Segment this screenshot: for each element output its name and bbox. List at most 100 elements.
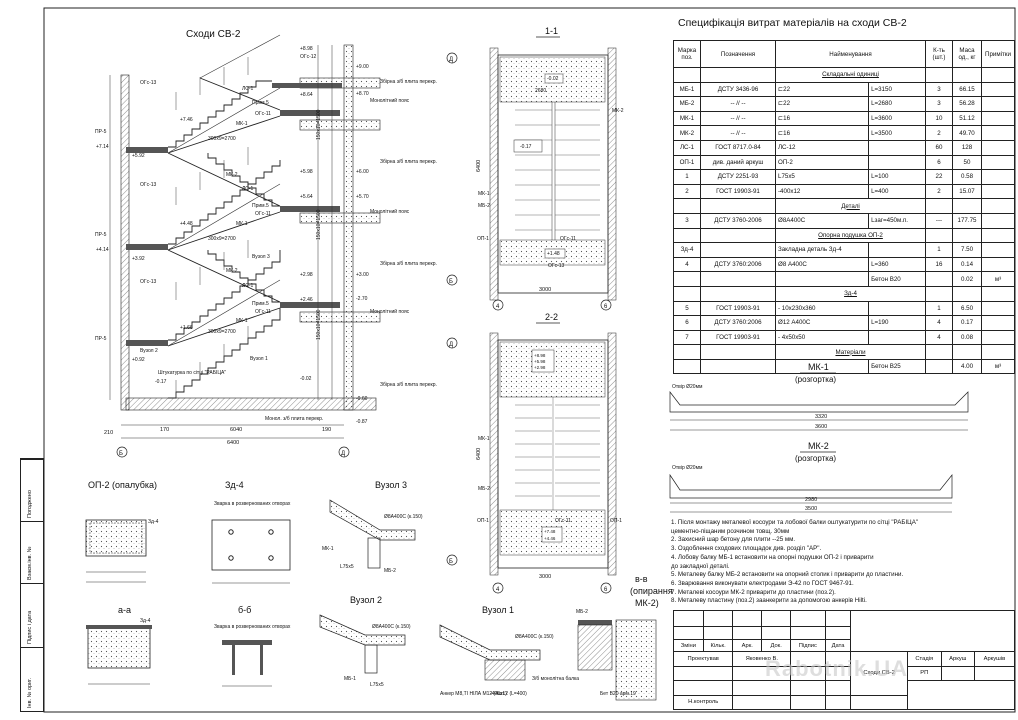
spec-cell-designation: ДСТУ 3436-96 [700, 81, 776, 98]
svg-text:МК-1: МК-1 [236, 121, 248, 127]
svg-text:МБ-2: МБ-2 [384, 568, 396, 574]
aa-section: а-а Зд-4 [86, 605, 152, 685]
stamp-sheets-header: Аркушів [973, 651, 1016, 667]
spec-cell-mass: 7.50 [952, 242, 982, 258]
vuzol2-detail: Вузол 2 Ø8А400С (к.150) МБ-1 L75x5 [319, 595, 411, 688]
spec-cell-qty: 2 [925, 183, 953, 200]
spec-cell-mark: МБ-1 [673, 81, 701, 98]
stamp-control-label: Н.контроль [672, 694, 734, 711]
spec-cell-qty: 3 [925, 81, 953, 98]
svg-text:Б: Б [449, 559, 453, 565]
svg-text:Ø8А400С (к.150): Ø8А400С (к.150) [515, 634, 554, 640]
spec-cell-length: Бетон В20 [868, 271, 926, 287]
svg-text:МК-2: МК-2 [226, 268, 238, 274]
stamp-prepared-label: Проектував [672, 651, 734, 667]
stamp-col-qty: Кільк. [702, 638, 734, 653]
svg-text:ОГс-11: ОГс-11 [255, 111, 271, 117]
spec-cell-mass: 128 [952, 139, 982, 156]
stamp-col-sign: Підпис [790, 638, 826, 653]
spec-cell-qty: 4 [925, 329, 953, 346]
svg-text:+2.98: +2.98 [300, 272, 313, 278]
svg-text:+8.70: +8.70 [356, 91, 369, 97]
spec-cell-mass: 0.08 [952, 329, 982, 346]
spec-header-name: Найменування [775, 40, 926, 68]
spec-cell-mark: ОП-1 [673, 154, 701, 171]
spec-cell-designation: ДСТУ 3760:2006 [700, 315, 776, 331]
svg-text:3000: 3000 [539, 287, 551, 293]
svg-text:-0.87: -0.87 [356, 419, 368, 425]
spec-section-row: Деталі [673, 198, 1015, 214]
general-notes: 1. Після монтажу металевої косоури та ло… [671, 519, 1016, 606]
spec-cell-length [868, 300, 926, 317]
svg-text:-400x12 (L=400): -400x12 (L=400) [490, 691, 527, 697]
spec-cell-mark: 2 [673, 183, 701, 200]
svg-text:Ø8А400С (к.150): Ø8А400С (к.150) [384, 514, 423, 520]
svg-text:МК-2: МК-2 [612, 108, 624, 114]
stamp-col-changes: Зміни [673, 638, 704, 653]
spec-cell-name: ⊏22 [774, 96, 870, 112]
svg-text:-0.17: -0.17 [155, 379, 167, 385]
spec-cell-designation: див. даний аркуш [700, 154, 776, 171]
svg-text:2-2: 2-2 [545, 312, 558, 322]
spec-cell-name: Ø8А400С [774, 212, 870, 229]
svg-text:150x10=1500: 150x10=1500 [316, 309, 322, 340]
stair-section-view: Сходи СВ-2 [95, 29, 437, 458]
zd4-detail: Зд-4 Зварка в розвернованих отворах [211, 480, 291, 584]
svg-text:Монолітний пояс: Монолітний пояс [370, 308, 410, 315]
svg-text:190: 190 [322, 427, 331, 433]
svg-text:(розгортка): (розгортка) [795, 375, 836, 384]
svg-text:МБ-2: МБ-2 [576, 609, 588, 615]
svg-text:ОГс-13: ОГс-13 [140, 182, 157, 188]
bb-section: б-б Зварка в розвернованих отворах [214, 605, 291, 687]
spec-cell-designation: ДСТУ 2251-93 [700, 169, 776, 185]
spec-cell-length: L=100 [868, 169, 926, 185]
spec-cell-name: ОП-2 [774, 154, 870, 171]
vuzol1-detail: Вузол 1 Ø8А400С (к.150) Анкер М8,ТІ НІЛА… [439, 605, 579, 697]
svg-text:+7.46: +7.46 [180, 117, 193, 123]
spec-cell-designation: ДСТУ 3760-2006 [700, 212, 776, 229]
svg-text:Вузол 2: Вузол 2 [140, 348, 158, 354]
mk2-unfold: МК-2 (розгортка) Отвір Ø20мм 2980 3500 [669, 441, 953, 513]
svg-text:-0.17: -0.17 [520, 144, 532, 150]
svg-text:Вузол 1: Вузол 1 [250, 356, 268, 362]
plan-1-1: 1-1 -0.17 -0.02 +1.48 2680 3000 6400 ОП-… [446, 26, 624, 311]
spec-cell-unit [981, 256, 1015, 273]
svg-text:+1.48: +1.48 [547, 251, 560, 257]
spec-cell-mass: 0.14 [952, 256, 982, 273]
spec-cell-name [774, 358, 870, 375]
spec-cell-length [868, 329, 926, 346]
spec-cell-mark: 1 [673, 169, 701, 185]
spec-header-designation: Позначення [700, 40, 776, 68]
spec-cell-unit: м³ [981, 358, 1015, 375]
svg-text:1-1: 1-1 [545, 26, 558, 36]
spec-table: Марка поз. Позначення Найменування К-ть … [673, 40, 1015, 375]
svg-text:МК-1: МК-1 [322, 546, 334, 552]
svg-text:ОГс-13: ОГс-13 [548, 263, 565, 269]
watermark: Rabotnik.UA [765, 656, 908, 681]
title-block: Зміни Кільк. Арк. Док. Підпис Дата Проек… [672, 609, 1016, 711]
spec-section-title: Деталі [775, 198, 926, 214]
svg-text:6040: 6040 [230, 427, 242, 433]
svg-text:МБ-2: МБ-2 [478, 486, 490, 492]
svg-text:6400: 6400 [476, 448, 482, 460]
svg-text:3000: 3000 [539, 574, 551, 580]
svg-text:ОГс-11: ОГс-11 [255, 211, 271, 217]
svg-text:ОП-2 (опалубка): ОП-2 (опалубка) [88, 480, 157, 490]
stamp-col-doc: Док. [761, 638, 792, 653]
svg-text:+1.66: +1.66 [180, 325, 193, 331]
svg-text:Зд-4: Зд-4 [148, 519, 159, 525]
side-stamp: Погоджено Взаєм.інв. № Підпис і дата Інв… [20, 458, 44, 712]
svg-text:Прим.5: Прим.5 [252, 203, 269, 209]
svg-text:Д: Д [449, 342, 453, 348]
spec-cell-unit [981, 96, 1015, 112]
svg-text:+7.14: +7.14 [96, 144, 109, 150]
spec-cell-mass: 4.00 [952, 358, 982, 375]
svg-text:ОГс-11: ОГс-11 [555, 518, 571, 524]
spec-cell-mass: 0.17 [952, 315, 982, 331]
